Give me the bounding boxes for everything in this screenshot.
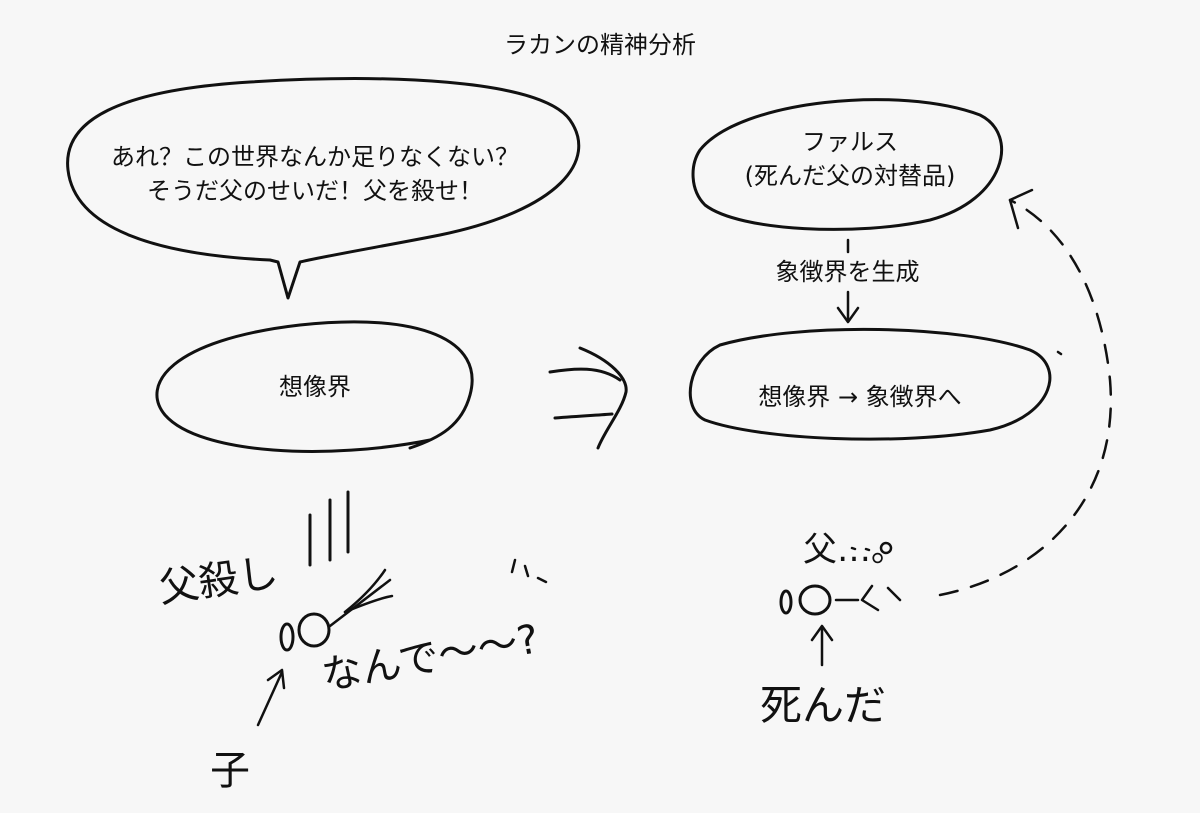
phallus-line-1: ファルス: [802, 128, 898, 156]
stick-figure-icon: [779, 584, 902, 616]
father-label: 父…。: [803, 530, 905, 570]
up-arrow-icon: [810, 624, 834, 667]
child-label: 子: [210, 748, 250, 794]
speech-line-1: あれ？この世界なんか足りなくない？: [111, 143, 519, 171]
double-arrow-icon: [548, 346, 628, 450]
phallus-line-2: (死んだ父の対替品): [744, 162, 956, 190]
imaginary-label: 想像界: [279, 373, 351, 401]
mark-dot: [1056, 350, 1063, 356]
impact-lines: [308, 490, 350, 567]
speech-bubble-text: あれ？この世界なんか足りなくない？ そうだ父のせいだ！父を殺せ！: [80, 140, 550, 208]
surprise-marks: [510, 558, 548, 584]
phallus-text: ファルス (死んだ父の対替品): [700, 125, 1000, 193]
imaginary-ellipse-outline: [155, 320, 474, 453]
up-arrow-icon: [256, 668, 286, 727]
ellipsis-dots: [850, 541, 893, 555]
dashed-arrow-head: [1008, 188, 1034, 230]
speech-bubble-outline: [66, 77, 581, 300]
speech-line-2: そうだ父のせいだ！父を殺せ！: [147, 177, 483, 205]
page-title: ラカンの精神分析: [504, 31, 696, 59]
symbolic-label: 想像界 → 象徴界へ: [758, 383, 962, 411]
stick-figure-icon: [279, 568, 394, 652]
down-arrow-icon: [836, 290, 860, 324]
generate-label: 象徴界を生成: [775, 258, 920, 286]
died-label: 死んだ: [760, 681, 887, 730]
symbolic-ellipse-outline: [688, 327, 1052, 441]
phallus-bubble-outline: [691, 98, 1004, 231]
